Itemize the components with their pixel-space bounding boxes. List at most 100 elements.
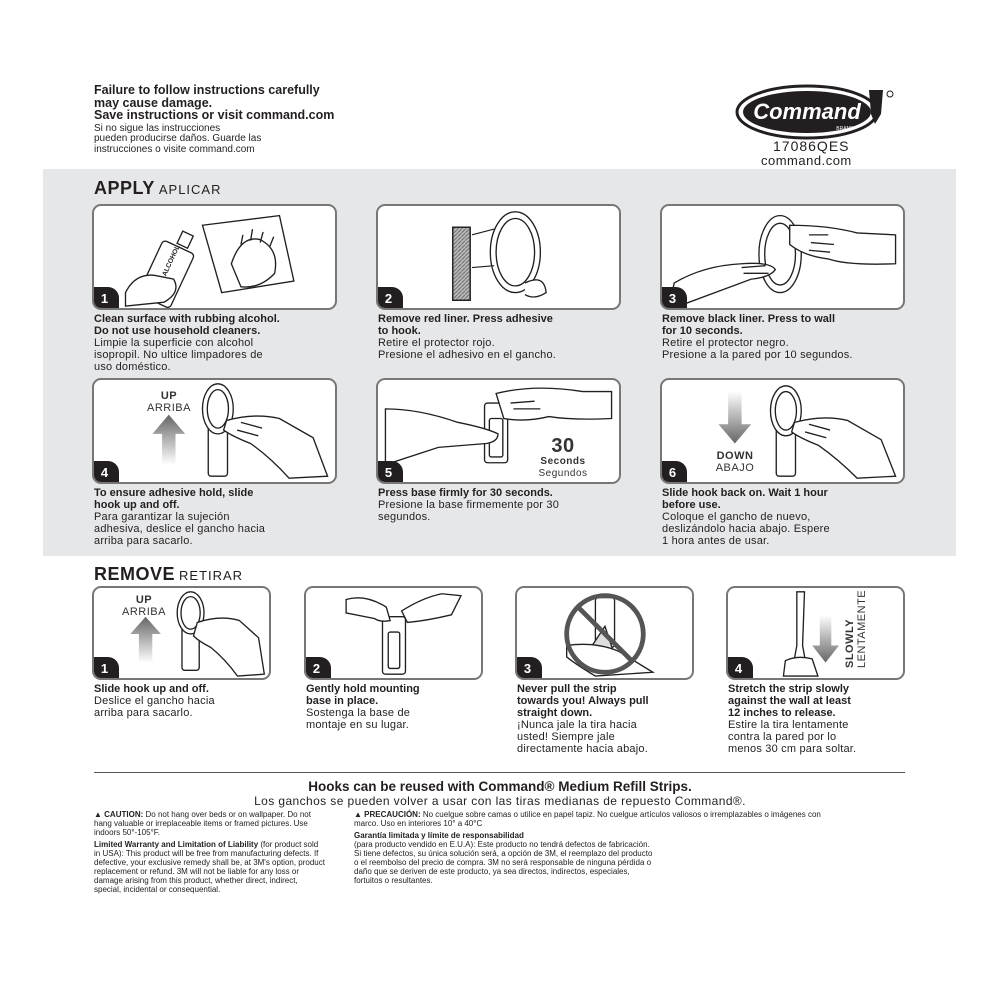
caption-es-line: montaje en su lugar. — [306, 719, 410, 731]
logo-sub: BRAND — [836, 126, 854, 132]
warning-es-line: pueden producirse daños. Guarde las — [94, 133, 262, 144]
warning-en: Failure to follow instructions carefully… — [94, 84, 424, 122]
warranty-en: Limited Warranty and Limitation of Liabi… — [94, 840, 326, 894]
apply-step-2-caption: Remove red liner. Press adhesive to hook… — [378, 313, 623, 361]
warning-es: Si no sigue las instrucciones pueden pro… — [94, 122, 424, 156]
apply-step-4-panel: UP ARRIBA 4 — [92, 378, 337, 484]
garantia-body: (para producto vendido en E.U.A): Este p… — [354, 840, 653, 885]
caption-es-line: Sostenga la base de — [306, 707, 411, 719]
caption-es-line: ¡Nunca jale la tira hacia — [517, 719, 637, 731]
brand-logo: Command BRAND — [735, 84, 905, 145]
garantia-es: Garantía limitada y límite de responsabi… — [354, 831, 654, 885]
remove-step-4-panel: SLOWLY LENTAMENTE 4 — [726, 586, 905, 680]
caption-en-line: base in place. — [306, 695, 379, 707]
caption-es-line: Estire la tira lentamente — [728, 719, 849, 731]
caption-en-line: Do not use household cleaners. — [94, 325, 261, 337]
caption-es-line: Presione la base firmemente por 30 — [378, 499, 560, 511]
apply-title-es: APLICAR — [158, 182, 222, 197]
caption-en-line: 12 inches to release. — [728, 707, 836, 719]
warning-triangle-icon: ▲ — [354, 810, 362, 819]
caption-es-line: usted! Siempre jale — [517, 731, 615, 743]
caption-es-line: deslizándolo hacia abajo. Espere — [662, 523, 830, 535]
remove-step-3-caption: Never pull the strip towards you! Always… — [517, 683, 697, 755]
up-label-en: UP — [160, 390, 178, 402]
caption-es-line: uso doméstico. — [94, 361, 171, 373]
never-pull-toward-you-illustration-icon — [564, 593, 656, 677]
website: command.com — [761, 153, 852, 168]
remove-title-es: RETIRAR — [179, 568, 244, 583]
apply-step-4-caption: To ensure adhesive hold, slide hook up a… — [94, 487, 339, 547]
warranty-head: Limited Warranty and Limitation of Liabi… — [94, 840, 259, 849]
slowly-label-es: LENTAMENTE — [856, 589, 868, 668]
caution-body: Do not hang over beds or on wallpaper. D… — [94, 810, 311, 837]
step-number: 1 — [94, 657, 119, 678]
remove-step-1-caption: Slide hook up and off. Deslice el gancho… — [94, 683, 274, 719]
caption-es-line: 1 hora antes de usar. — [662, 535, 770, 547]
down-label: DOWN ABAJO — [700, 450, 770, 474]
warranty-body: (for product sold in USA): This product … — [94, 840, 325, 894]
garantia-head: Garantía limitada y límite de responsabi… — [354, 831, 524, 840]
precaucion-head: PRECAUCIÓN: — [364, 810, 421, 819]
hold-base-illustration-icon — [345, 593, 463, 675]
apply-step-3-panel: 3 — [660, 204, 905, 310]
apply-step-5-caption: Press base firmly for 30 seconds. Presio… — [378, 487, 623, 523]
caption-en-line: Remove black liner. Press to wall — [662, 313, 836, 325]
caption-es-line: adhesiva, deslice el gancho hacia — [94, 523, 266, 535]
step-number: 4 — [728, 657, 753, 678]
timer-label: 30 Seconds Segundos — [528, 436, 598, 479]
warning-triangle-icon: ▲ — [94, 810, 102, 819]
reuse-note-es: Los ganchos se pueden volver a usar con … — [254, 794, 746, 808]
warning-es-line: Si no sigue las instrucciones — [94, 122, 221, 134]
remove-step-2-caption: Gently hold mounting base in place. Sost… — [306, 683, 486, 731]
caption-es-line: arriba para sacarlo. — [94, 707, 193, 719]
caption-es-line: arriba para sacarlo. — [94, 535, 193, 547]
apply-step-6-panel: DOWN ABAJO 6 — [660, 378, 905, 484]
legal-en: ▲ CAUTION: Do not hang over beds or on w… — [94, 810, 326, 894]
apply-step-3-caption: Remove black liner. Press to wall for 10… — [662, 313, 907, 361]
apply-step-5-panel: 30 Seconds Segundos 5 — [376, 378, 621, 484]
apply-step-1-caption: Clean surface with rubbing alcohol. Do n… — [94, 313, 339, 373]
caption-es-line: Presione el adhesivo en el gancho. — [378, 349, 557, 361]
up-label-es: ARRIBA — [147, 402, 191, 414]
timer-unit-en: Seconds — [540, 456, 586, 467]
caption-en-line: hook up and off. — [94, 499, 180, 511]
divider — [94, 772, 905, 773]
apply-step-6-caption: Slide hook back on. Wait 1 hour before u… — [662, 487, 907, 547]
legal-es: ▲ PRECAUCIÓN: No cuelgue sobre camas o u… — [354, 810, 834, 885]
caption-en-line: to hook. — [378, 325, 421, 337]
caption-es-line: directamente hacia abajo. — [517, 743, 648, 755]
caption-en-line: straight down. — [517, 707, 593, 719]
caption-es-line: segundos. — [378, 511, 431, 523]
up-label-en: UP — [135, 594, 153, 606]
press-base-illustration-icon — [384, 387, 613, 466]
caption-es-line: menos 30 cm para soltar. — [728, 743, 857, 755]
caption-en-line: Stretch the strip slowly — [728, 683, 850, 695]
remove-step-4-caption: Stretch the strip slowly against the wal… — [728, 683, 908, 755]
caption-en-line: Remove red liner. Press adhesive — [378, 313, 553, 325]
caption-es-line: Presione a la pared por 10 segundos. — [662, 349, 853, 361]
up-label-es: ARRIBA — [122, 606, 166, 618]
step-number: 1 — [94, 287, 119, 308]
caption-es-line: isopropil. No ultice limpadores de — [94, 349, 263, 361]
timer-unit-es: Segundos — [538, 468, 588, 479]
timer-value: 30 — [551, 435, 575, 457]
caption-en-line: against the wall at least — [728, 695, 851, 707]
remove-title-en: REMOVE — [94, 564, 176, 584]
remove-slide-up-illustration-icon — [130, 591, 266, 677]
step-number: 3 — [517, 657, 542, 678]
reuse-note-en: Hooks can be reused with Command® Medium… — [308, 779, 692, 794]
caption-en-line: towards you! Always pull — [517, 695, 649, 707]
caption-en-line: Press base firmly for 30 seconds. — [378, 487, 553, 499]
warning-en-line: Save instructions or visit command.com — [94, 108, 335, 122]
caption-en-line: To ensure adhesive hold, slide — [94, 487, 254, 499]
step-number: 3 — [662, 287, 687, 308]
press-to-wall-illustration-icon — [668, 214, 897, 305]
slowly-label-en: SLOWLY — [844, 618, 856, 668]
caption-es-line: Coloque el gancho de nuevo, — [662, 511, 811, 523]
apply-step-2-panel: 2 — [376, 204, 621, 310]
step-number: 2 — [306, 657, 331, 678]
down-label-en: DOWN — [716, 450, 754, 462]
precaucion-es: ▲ PRECAUCIÓN: No cuelgue sobre camas o u… — [354, 810, 834, 828]
caption-en-line: Never pull the strip — [517, 683, 617, 695]
warning-en-line: Failure to follow instructions carefully — [94, 83, 320, 97]
